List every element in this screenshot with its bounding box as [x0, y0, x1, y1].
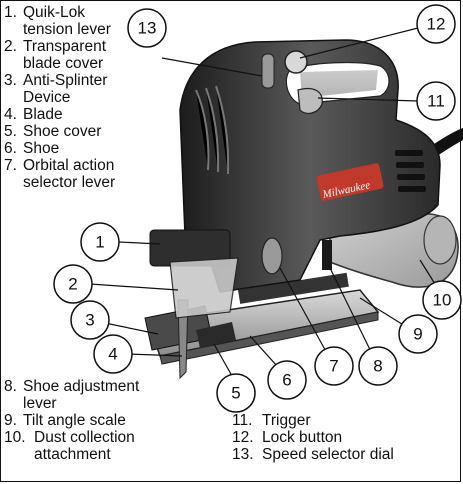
callout-7-label: 7	[329, 357, 338, 376]
dust-port	[423, 215, 457, 265]
callout-9: 9	[398, 314, 438, 354]
legend-text-1b: tension lever	[23, 21, 111, 38]
legend-num-7: 7.	[4, 157, 17, 174]
callout-8-label: 8	[373, 357, 382, 376]
callout-3-label: 3	[85, 311, 94, 330]
legend-item-11: 11. Trigger	[232, 412, 394, 429]
callout-7: 7	[314, 346, 354, 386]
callout-4: 4	[93, 334, 133, 374]
legend-text-2b: blade cover	[23, 55, 104, 72]
callout-5-label: 5	[231, 384, 240, 403]
callout-6: 6	[267, 360, 307, 400]
brand-badge	[316, 163, 384, 201]
callout-4-label: 4	[108, 345, 117, 364]
motor-housing	[179, 39, 441, 293]
legend-num-6: 6.	[4, 140, 17, 157]
legend-text-6: Shoe	[23, 140, 60, 157]
legend-num-10: 10.	[4, 429, 26, 446]
shoe-adjustment-lever	[322, 240, 332, 270]
legend-num-5: 5.	[4, 123, 17, 140]
callout-6-label: 6	[282, 371, 291, 390]
legend-item-9: 9. Tilt angle scale	[4, 412, 139, 429]
callout-1: 1	[80, 222, 120, 262]
speed-selector-dial	[261, 53, 275, 89]
callout-13-label: 13	[138, 19, 157, 38]
legend-text-2a: Transparent	[23, 38, 106, 55]
callout-13: 13	[127, 8, 167, 48]
callout-11: 11	[416, 81, 456, 121]
callout-1-label: 1	[95, 233, 104, 252]
legend-num-13: 13.	[232, 446, 254, 463]
callout-5: 5	[216, 373, 256, 413]
legend-num-2: 2.	[4, 38, 17, 55]
legend-text-12: Lock button	[262, 429, 343, 446]
motor-vents	[395, 150, 426, 192]
callout-12-label: 12	[427, 15, 446, 34]
trigger	[297, 87, 323, 114]
legend-num-8: 8.	[4, 378, 17, 395]
callout-8: 8	[358, 346, 398, 386]
legend-text-9: Tilt angle scale	[23, 412, 126, 429]
legend-item-5: 5. Shoe cover	[4, 123, 115, 140]
handle-grip	[300, 70, 378, 98]
callout-2: 2	[53, 264, 93, 304]
legend-text-7a: Orbital action	[23, 157, 115, 174]
lock-button	[284, 50, 308, 74]
legend-item-6: 6. Shoe	[4, 140, 115, 157]
legend-num-9: 9.	[4, 412, 17, 429]
legend-text-10a: Dust collection	[34, 429, 135, 446]
legend-text-3b: Device	[23, 89, 71, 106]
legend-text-3a: Anti-Splinter	[23, 72, 108, 89]
legend-item-12: 12. Lock button	[232, 429, 394, 446]
shoe-edge	[159, 311, 379, 365]
legend-num-12: 12.	[232, 429, 254, 446]
orbital-action-selector-lever	[261, 237, 283, 275]
legend-item-4: 4. Blade	[4, 106, 115, 123]
legend-text-13: Speed selector dial	[262, 446, 394, 463]
legend-num-3: 3.	[4, 72, 17, 89]
callout-11-label: 11	[427, 92, 445, 111]
tilt-angle-scale	[238, 272, 349, 304]
legend-text-8b: lever	[23, 395, 57, 412]
callout-10: 10	[422, 280, 462, 320]
legend-text-11: Trigger	[262, 412, 311, 429]
transparent-blade-cover	[169, 257, 239, 319]
shoe-cover	[196, 322, 236, 348]
legend-bottom-right: 11. Trigger 12. Lock button 13. Speed selec…	[232, 412, 394, 463]
legend-num-4: 4.	[4, 106, 17, 123]
legend-item-13: 13. Speed selector dial	[232, 446, 394, 463]
callout-9-label: 9	[413, 325, 422, 344]
callout-10-label: 10	[433, 291, 452, 310]
legend-text-5: Shoe cover	[23, 123, 102, 140]
leader-lines	[89, 27, 446, 384]
legend-text-7b: selector lever	[23, 174, 116, 191]
front-grip-ribs	[195, 85, 230, 175]
legend-text-10b: attachment	[34, 446, 111, 463]
callout-2-label: 2	[68, 275, 77, 294]
legend-text-4: Blade	[23, 106, 63, 123]
callout-3: 3	[70, 300, 110, 340]
legend-num-1: 1.	[4, 4, 17, 21]
legend-text-8a: Shoe adjustment	[23, 378, 140, 395]
legend-text-1a: Quik-Lok	[23, 4, 86, 21]
callout-12: 12	[416, 4, 456, 44]
legend-num-11: 11.	[232, 412, 253, 429]
